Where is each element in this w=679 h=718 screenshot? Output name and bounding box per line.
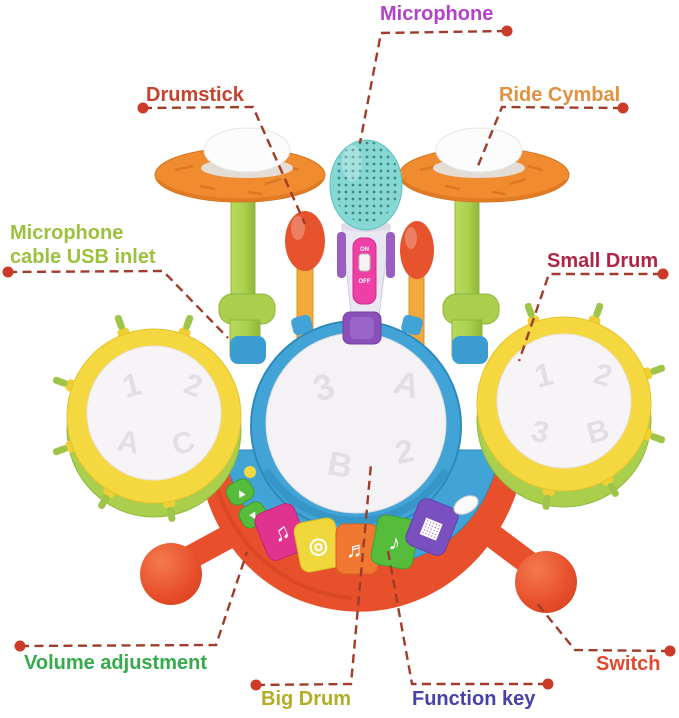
ride-cymbal-dot: [617, 102, 629, 114]
tambourine-icon: ◎: [306, 531, 330, 559]
drumstick-line: [142, 105, 307, 225]
microphone-holder: [342, 311, 382, 345]
ride-cymbal-line: [476, 105, 623, 167]
left-cymbal-post: [218, 187, 276, 357]
embossed-char: 3: [529, 415, 552, 451]
small-drum-line: [517, 272, 662, 362]
label-mic-usb-inlet: Microphone cable USB inlet: [10, 222, 156, 269]
label-function-key: Function key: [412, 688, 536, 710]
microphone-line: [358, 29, 507, 144]
microphone: ON OFF: [329, 139, 403, 325]
big-drum-face: [265, 332, 447, 514]
function-key-treble-clef: ♬: [335, 523, 379, 575]
big-drum-line: [255, 463, 373, 687]
label-microphone: Microphone: [380, 3, 494, 25]
annotation-lines: [7, 29, 671, 687]
label-big-drum: Big Drum: [261, 688, 351, 710]
usb-inlet-dot: [2, 266, 14, 278]
label-ride-cymbal: Ride Cymbal: [499, 84, 621, 106]
right-drum-face: [496, 333, 632, 469]
usb-inlet-line: [7, 269, 229, 339]
function-key-music-notes: ♫: [254, 503, 308, 561]
left-ride-cymbal: [154, 127, 326, 203]
mic-power-slider: [358, 253, 371, 272]
label-switch: Switch: [596, 653, 661, 675]
switch-line: [535, 601, 671, 653]
function-key-line: [386, 550, 547, 686]
piano-icon: ♪: [387, 529, 403, 556]
right-small-drum: 1 2 3 B: [476, 302, 666, 510]
right-ride-cymbal: [398, 127, 570, 203]
small-drum-dot: [657, 268, 669, 280]
mic-off-label: OFF: [359, 279, 371, 285]
function-key-drum-kit: ▦: [405, 498, 459, 556]
big-drum-dot: [250, 679, 262, 691]
mic-on-label: ON: [360, 247, 369, 253]
microphone-dot: [501, 25, 513, 37]
label-volume-adjustment: Volume adjustment: [24, 652, 207, 674]
drumstick-dot: [137, 102, 149, 114]
function-key-dot: [542, 678, 554, 690]
volume-dot: [14, 640, 26, 652]
left-foot: [140, 543, 202, 605]
big-drum: 3 A B 2: [230, 314, 488, 532]
right-cymbal-post: [442, 187, 500, 357]
volume-up-button: ▲: [225, 478, 255, 506]
label-small-drum: Small Drum: [547, 250, 659, 272]
right-foot: [515, 551, 577, 613]
left-small-drum: 1 2 A C: [52, 314, 242, 522]
power-switch-toggle: [453, 495, 479, 515]
volume-line: [19, 551, 249, 648]
annotation-dots: [2, 25, 676, 691]
left-drum-face: [86, 345, 222, 481]
label-drumstick: Drumstick: [146, 84, 244, 106]
switch-dot: [664, 645, 676, 657]
function-key-tambourine: ◎: [293, 517, 343, 573]
